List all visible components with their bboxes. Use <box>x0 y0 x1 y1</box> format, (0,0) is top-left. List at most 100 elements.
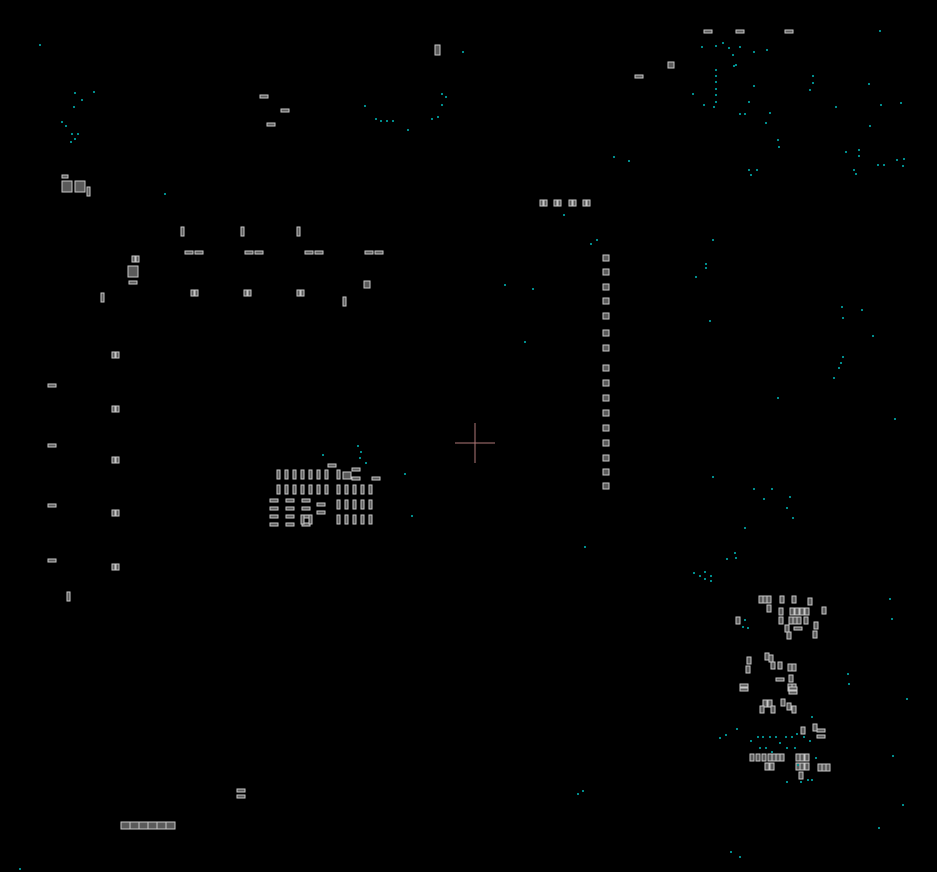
via <box>748 101 750 103</box>
pad <box>539 199 544 207</box>
pad <box>285 498 295 503</box>
via <box>841 306 843 308</box>
pad <box>336 514 341 525</box>
pad <box>767 699 773 708</box>
pad <box>135 255 140 263</box>
pad <box>770 705 776 714</box>
via <box>753 51 755 53</box>
via <box>833 377 835 379</box>
via <box>582 790 584 792</box>
via <box>704 571 706 573</box>
pad <box>115 456 120 464</box>
pad <box>243 289 248 297</box>
via <box>902 165 904 167</box>
pad <box>789 607 795 616</box>
pad <box>316 510 326 515</box>
pad <box>364 250 374 255</box>
pad <box>280 108 290 113</box>
pad <box>129 821 140 830</box>
via <box>365 462 367 464</box>
via <box>728 47 730 49</box>
via <box>392 120 394 122</box>
pad <box>788 686 798 691</box>
pad <box>360 499 365 510</box>
via <box>786 747 788 749</box>
pad <box>602 254 610 262</box>
pad <box>276 484 281 495</box>
via <box>70 141 72 143</box>
via <box>65 125 67 127</box>
pad <box>259 94 269 99</box>
pad <box>314 250 324 255</box>
pad <box>300 514 305 525</box>
pad <box>180 226 185 237</box>
pad <box>284 484 289 495</box>
pad <box>787 663 793 672</box>
pad <box>115 563 120 571</box>
pad <box>796 616 802 625</box>
via <box>906 698 908 700</box>
via <box>739 856 741 858</box>
via <box>713 106 715 108</box>
pad <box>667 61 675 69</box>
via <box>532 288 534 290</box>
via <box>766 49 768 51</box>
via <box>705 263 707 265</box>
via <box>692 93 694 95</box>
pad <box>778 616 784 625</box>
via <box>889 598 891 600</box>
via <box>753 85 755 87</box>
pad <box>292 469 297 480</box>
via <box>769 112 771 114</box>
pad <box>316 502 326 507</box>
via <box>869 125 871 127</box>
via <box>715 75 717 77</box>
pad <box>553 199 558 207</box>
pad <box>115 351 120 359</box>
via <box>777 139 779 141</box>
via <box>407 129 409 131</box>
via <box>744 619 746 621</box>
via <box>715 88 717 90</box>
pad <box>807 597 813 606</box>
via <box>703 104 705 106</box>
pad <box>780 698 786 707</box>
pad <box>568 199 573 207</box>
via <box>577 793 579 795</box>
pad <box>543 199 548 207</box>
pad <box>371 476 381 481</box>
pad <box>778 607 784 616</box>
via <box>748 169 750 171</box>
pad <box>351 467 361 472</box>
pad <box>817 763 823 772</box>
pad <box>344 484 349 495</box>
pad <box>804 753 810 762</box>
via <box>164 193 166 195</box>
pad <box>784 29 794 34</box>
pad <box>602 312 610 320</box>
pad <box>284 469 289 480</box>
via <box>441 104 443 106</box>
via <box>861 309 863 311</box>
pad <box>324 484 329 495</box>
pad <box>285 522 295 527</box>
via <box>715 69 717 71</box>
via <box>842 356 844 358</box>
via <box>756 169 758 171</box>
pad <box>128 280 138 285</box>
pad <box>269 498 279 503</box>
pad <box>786 702 792 711</box>
pad <box>131 255 136 263</box>
pad <box>771 753 777 762</box>
pad <box>791 705 797 714</box>
pad <box>47 503 57 508</box>
pad <box>47 443 57 448</box>
pad <box>735 616 741 625</box>
pad <box>799 753 805 762</box>
via <box>590 243 592 245</box>
via <box>803 736 805 738</box>
pad <box>316 469 321 480</box>
pad <box>194 289 199 297</box>
via <box>794 747 796 749</box>
